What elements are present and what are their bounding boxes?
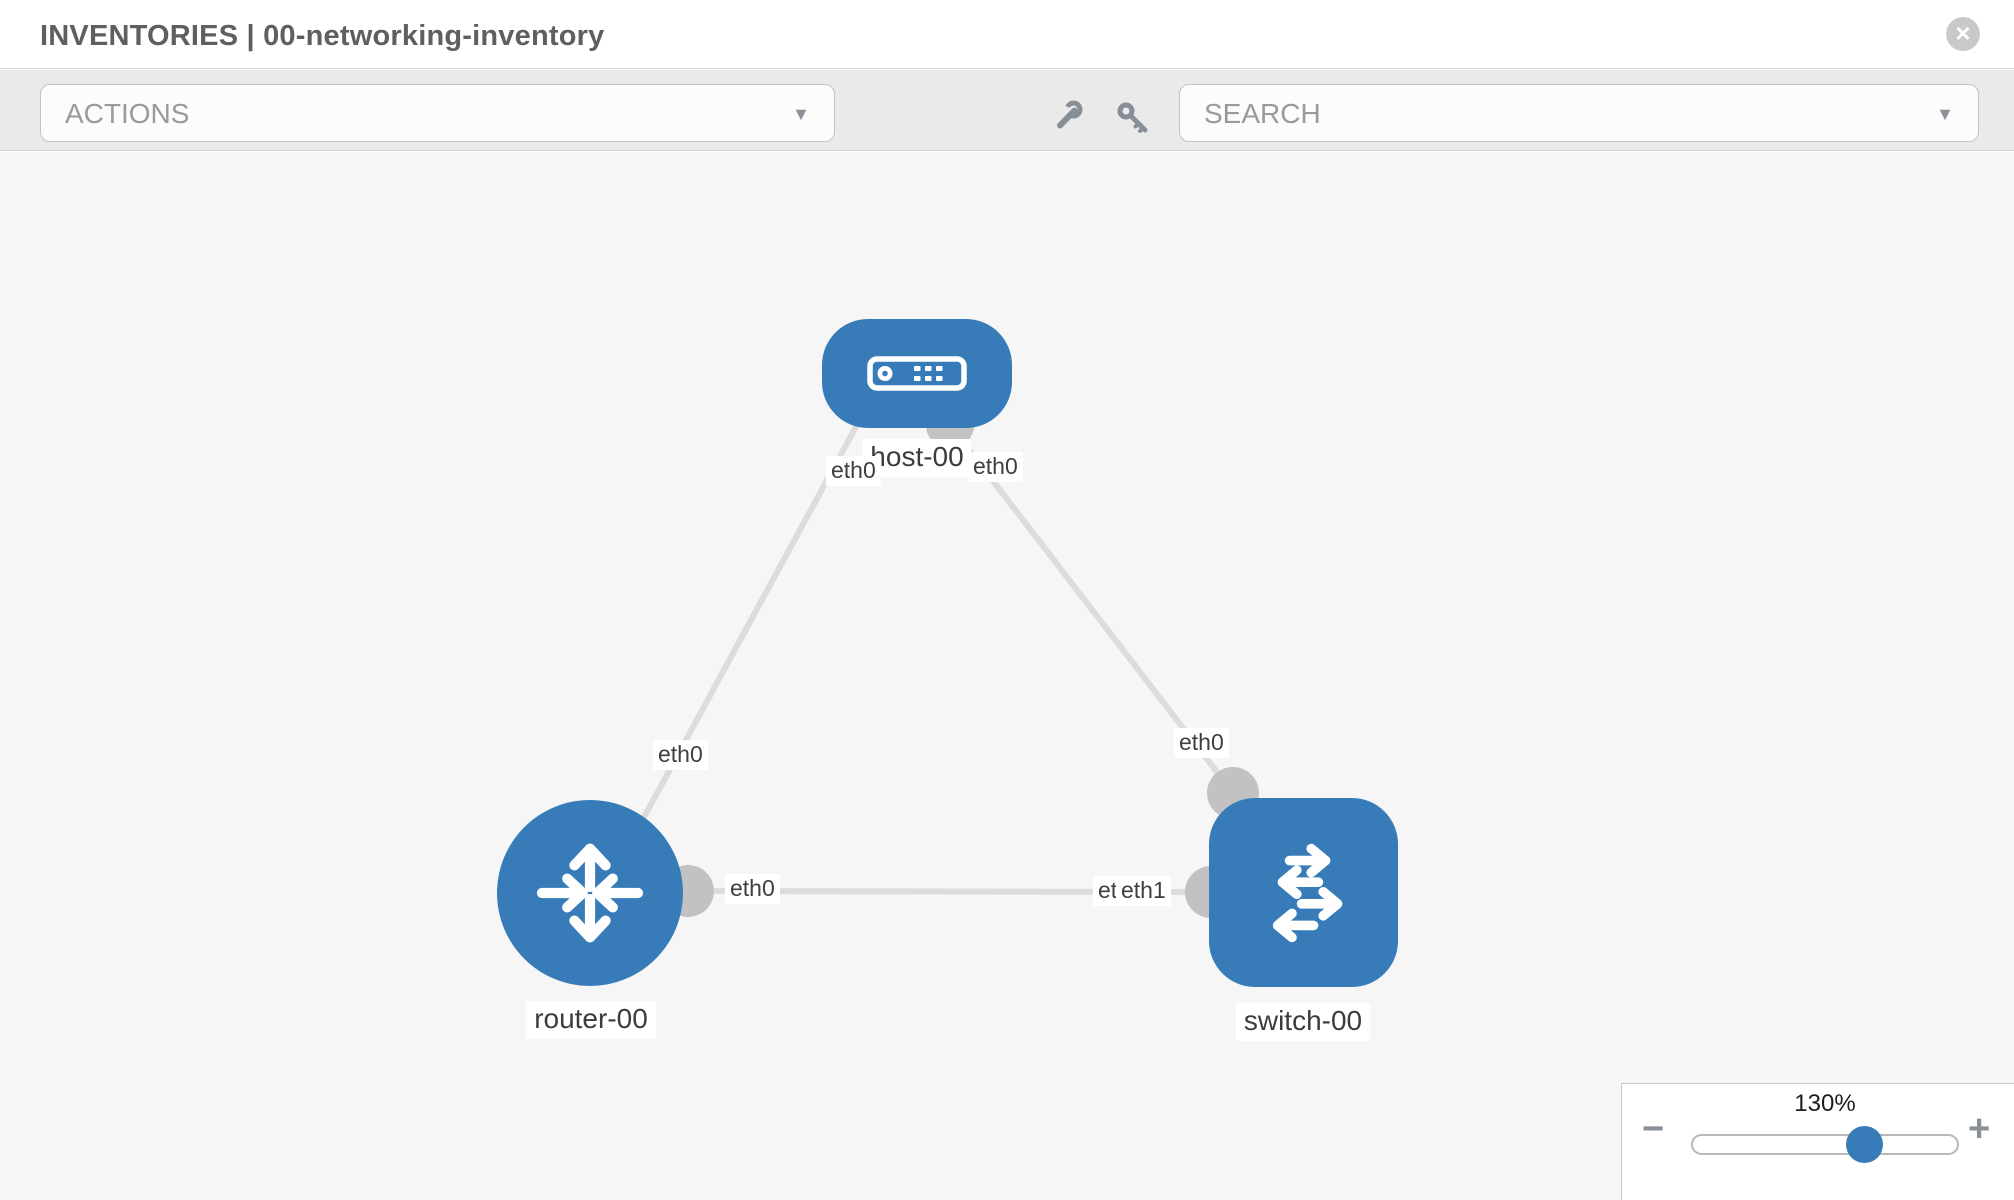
interface-label-switch-top: eth0	[1174, 728, 1229, 759]
node-label-switch: switch-00	[1235, 1003, 1371, 1041]
node-router[interactable]	[497, 800, 683, 986]
zoom-control-panel: 130% − +	[1621, 1083, 2014, 1200]
interface-label-router-right: eth0	[725, 874, 780, 905]
topology-canvas[interactable]: host-00 router-00 switch-00 eth0 eth0 et…	[0, 152, 2014, 1200]
zoom-slider-handle[interactable]	[1846, 1126, 1883, 1163]
zoom-in-button[interactable]: +	[1968, 1108, 1991, 1150]
interface-label-host-left: eth0	[826, 456, 881, 487]
key-icon[interactable]	[1115, 100, 1151, 136]
chevron-down-icon: ▼	[792, 104, 810, 124]
actions-dropdown-value: ACTIONS	[65, 98, 190, 129]
links-layer	[595, 401, 1259, 918]
search-dropdown-value: SEARCH	[1204, 98, 1321, 129]
node-label-router: router-00	[526, 1001, 656, 1039]
zoom-level-value: 130%	[1794, 1090, 1856, 1117]
node-switch[interactable]	[1209, 798, 1398, 987]
actions-dropdown[interactable]: ACTIONS ▼	[40, 84, 835, 142]
header-bar: INVENTORIES | 00-networking-inventory ×	[0, 0, 2014, 69]
zoom-slider-track[interactable]	[1691, 1134, 1959, 1155]
interface-label-router-top: eth0	[653, 740, 708, 771]
router-icon	[536, 843, 644, 943]
toolbar: ACTIONS ▼ SEARCH ▼	[0, 70, 2014, 151]
page-title: INVENTORIES | 00-networking-inventory	[40, 20, 605, 52]
node-host[interactable]	[822, 319, 1012, 428]
zoom-out-button[interactable]: −	[1642, 1108, 1665, 1150]
switch-icon	[1272, 843, 1342, 942]
close-icon[interactable]: ×	[1946, 17, 1980, 51]
wrench-icon[interactable]	[1049, 100, 1085, 136]
search-dropdown[interactable]: SEARCH ▼	[1179, 84, 1979, 142]
chevron-down-icon: ▼	[1936, 104, 1954, 124]
host-icon	[867, 355, 967, 391]
interface-label-host-right: eth0	[968, 452, 1023, 483]
interface-label-switch-left: eth1	[1116, 876, 1171, 907]
